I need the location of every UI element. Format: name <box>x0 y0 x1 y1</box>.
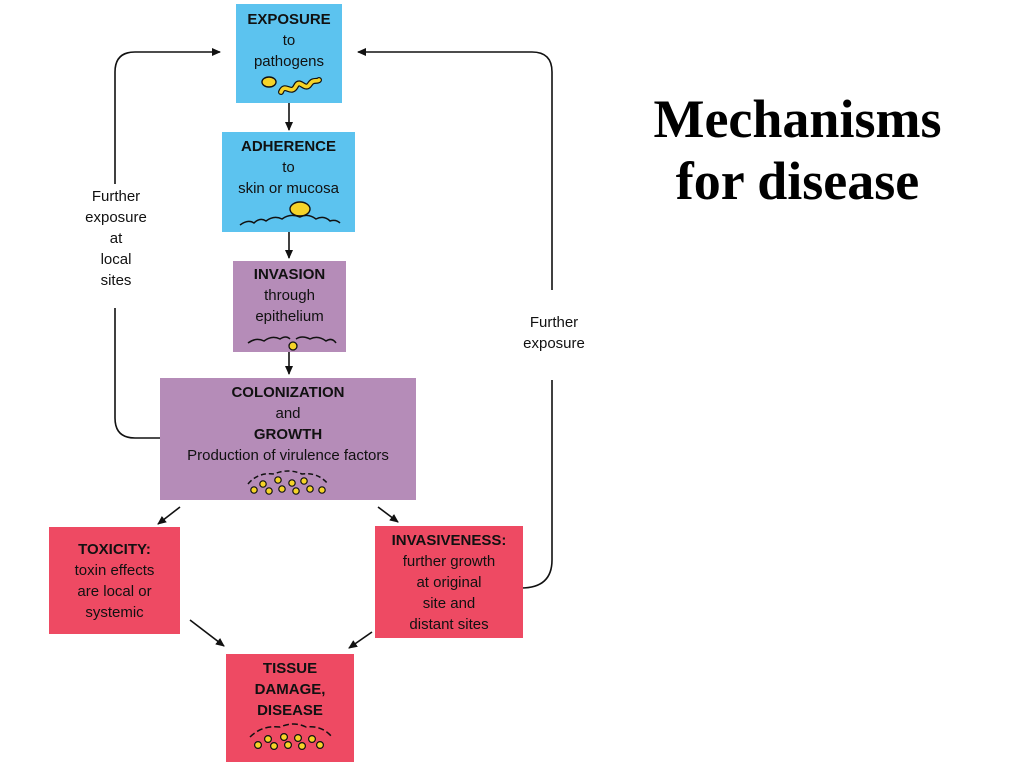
colonization-box: COLONIZATION and GROWTH Production of vi… <box>160 378 416 500</box>
label-further-exposure-local: Further exposure at local sites <box>76 184 156 308</box>
exposure-heading: EXPOSURE <box>247 11 331 28</box>
invasiveness-box: INVASIVENESS: further growth at original… <box>375 526 523 638</box>
pathogen-icon <box>261 76 322 95</box>
tissue-heading-2: DAMAGE, <box>254 681 326 698</box>
colony-icon <box>247 470 329 495</box>
tissue-damage-box: TISSUE DAMAGE, DISEASE <box>226 654 354 762</box>
toxicity-box: TOXICITY: toxin effects are local or sys… <box>49 527 180 634</box>
loop-right <box>357 48 553 589</box>
pathogen-on-surface-icon <box>239 201 341 226</box>
toxicity-heading: TOXICITY: <box>78 541 151 558</box>
page-title: Mechanisms for disease <box>653 89 942 211</box>
arrow-invasiveness-tissue <box>348 631 373 649</box>
exposure-box: EXPOSURE to pathogens <box>236 4 342 103</box>
adherence-box: ADHERENCE to skin or mucosa <box>222 132 355 232</box>
tissue-heading-3: DISEASE <box>257 702 323 719</box>
arrow-colonization-toxicity <box>157 506 181 525</box>
tissue-heading-1: TISSUE <box>262 660 318 677</box>
label-further-exposure: Further exposure <box>512 290 596 380</box>
adherence-heading: ADHERENCE <box>240 138 336 155</box>
colonization-heading: COLONIZATION <box>231 384 345 401</box>
invasiveness-heading: INVASIVENESS: <box>391 532 507 549</box>
tissue-damage-icon <box>249 723 333 751</box>
arrow-toxicity-tissue <box>189 619 225 647</box>
epithelium-icon <box>247 336 337 351</box>
invasion-heading: INVASION <box>253 266 326 283</box>
arrow-colonization-invasiveness <box>377 506 399 523</box>
invasion-box: INVASION through epithelium <box>233 261 346 352</box>
